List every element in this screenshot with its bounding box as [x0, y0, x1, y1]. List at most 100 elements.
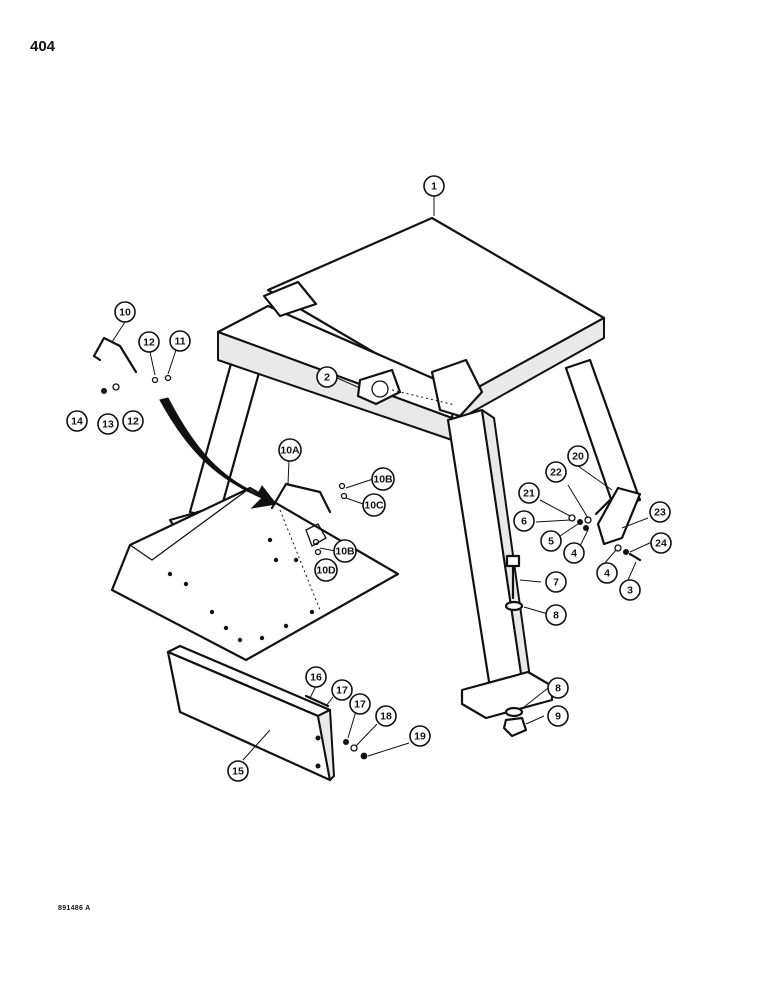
callout-label: 13 [102, 419, 114, 431]
callout-c10a: 10A [278, 438, 302, 462]
step-panel [166, 644, 335, 782]
callout-c9: 9 [547, 705, 569, 727]
callout-circle [423, 175, 445, 197]
callout-label: 18 [380, 711, 392, 723]
callout-circle [305, 666, 327, 688]
callout-c18: 18 [375, 705, 397, 727]
callout-c7: 7 [545, 571, 567, 593]
callout-label: 22 [550, 467, 562, 479]
callout-label: 4 [604, 568, 610, 580]
callout-c16: 16 [305, 666, 327, 688]
callout-label: 20 [572, 451, 584, 463]
side-bracket [568, 486, 642, 562]
callout-label: 12 [143, 337, 155, 349]
callout-c2: 2 [316, 366, 338, 388]
callout-label: 10 [119, 307, 131, 319]
callout-circle [545, 461, 567, 483]
callout-circle [547, 705, 569, 727]
callout-label: 14 [71, 416, 83, 428]
callout-circle [375, 705, 397, 727]
callout-label: 23 [654, 507, 666, 519]
leg-bolt [502, 554, 528, 738]
callout-circle [545, 604, 567, 626]
callout-circle [333, 539, 357, 563]
callout-circle [596, 562, 618, 584]
callout-circle [545, 571, 567, 593]
callout-circle [278, 438, 302, 462]
callout-c22: 22 [545, 461, 567, 483]
floor-plate [110, 486, 400, 662]
callout-label: 3 [627, 585, 633, 597]
callout-circle [97, 413, 119, 435]
callout-circle [114, 301, 136, 323]
callout-label: 24 [655, 538, 667, 550]
callout-circle [518, 482, 540, 504]
callout-circle [349, 693, 371, 715]
callout-circle [371, 467, 395, 491]
callout-circle [66, 410, 88, 432]
callout-label: 8 [553, 610, 559, 622]
callout-label: 1 [431, 181, 437, 193]
callout-label: 16 [310, 672, 322, 684]
callout-c23: 23 [649, 501, 671, 523]
callout-circle [547, 677, 569, 699]
figure-code: 891486 A [58, 905, 91, 912]
dome-light [356, 368, 456, 406]
callout-label: 17 [336, 685, 348, 697]
callout-label: 10A [280, 445, 300, 457]
callout-c8b: 8 [547, 677, 569, 699]
callout-circle [314, 558, 338, 582]
callout-label: 21 [523, 488, 535, 500]
callout-c5: 5 [540, 530, 562, 552]
callout-circle [513, 510, 535, 532]
callout-c24: 24 [650, 532, 672, 554]
callout-circle [563, 542, 585, 564]
plate-handle [270, 482, 348, 556]
callout-c14: 14 [66, 410, 88, 432]
callout-c4a: 4 [563, 542, 585, 564]
callout-label: 11 [174, 336, 185, 348]
callout-c19: 19 [409, 725, 431, 747]
callout-c20: 20 [567, 445, 589, 467]
callout-circle [649, 501, 671, 523]
callout-c15: 15 [227, 760, 249, 782]
callout-label: 2 [324, 372, 330, 384]
callout-c12b: 12 [122, 410, 144, 432]
callout-circle [122, 410, 144, 432]
callout-c3: 3 [619, 579, 641, 601]
callout-label: 9 [555, 711, 561, 723]
callout-label: 17 [354, 699, 366, 711]
callout-label: 12 [127, 416, 139, 428]
callout-circle [169, 330, 191, 352]
callout-label: 10C [364, 500, 384, 512]
callout-c11: 11 [169, 330, 191, 352]
callout-label: 15 [232, 766, 244, 778]
callout-circle [619, 579, 641, 601]
callout-label: 8 [555, 683, 561, 695]
canopy-frame [168, 216, 642, 720]
page-number: 404 [30, 38, 56, 55]
callout-c1: 1 [423, 175, 445, 197]
callout-c6: 6 [513, 510, 535, 532]
callout-c12a: 12 [138, 331, 160, 353]
callout-label: 10B [335, 546, 355, 558]
callout-c10d: 10D [314, 558, 338, 582]
callout-label: 4 [571, 548, 577, 560]
callout-circle [650, 532, 672, 554]
callout-c10b2: 10B [333, 539, 357, 563]
callout-label: 5 [548, 536, 554, 548]
callouts: 123445678891010A10B10C10B10D111212131415… [66, 175, 672, 782]
assembly-arrow [159, 397, 277, 509]
callout-circle [138, 331, 160, 353]
callout-c21: 21 [518, 482, 540, 504]
callout-circle [540, 530, 562, 552]
callout-circle [316, 366, 338, 388]
callout-c10b1: 10B [371, 467, 395, 491]
callout-label: 6 [521, 516, 527, 528]
callout-c10c: 10C [362, 493, 386, 517]
grab-handle [92, 336, 172, 394]
callout-c17b: 17 [349, 693, 371, 715]
callout-c4b: 4 [596, 562, 618, 584]
callout-circle [331, 679, 353, 701]
